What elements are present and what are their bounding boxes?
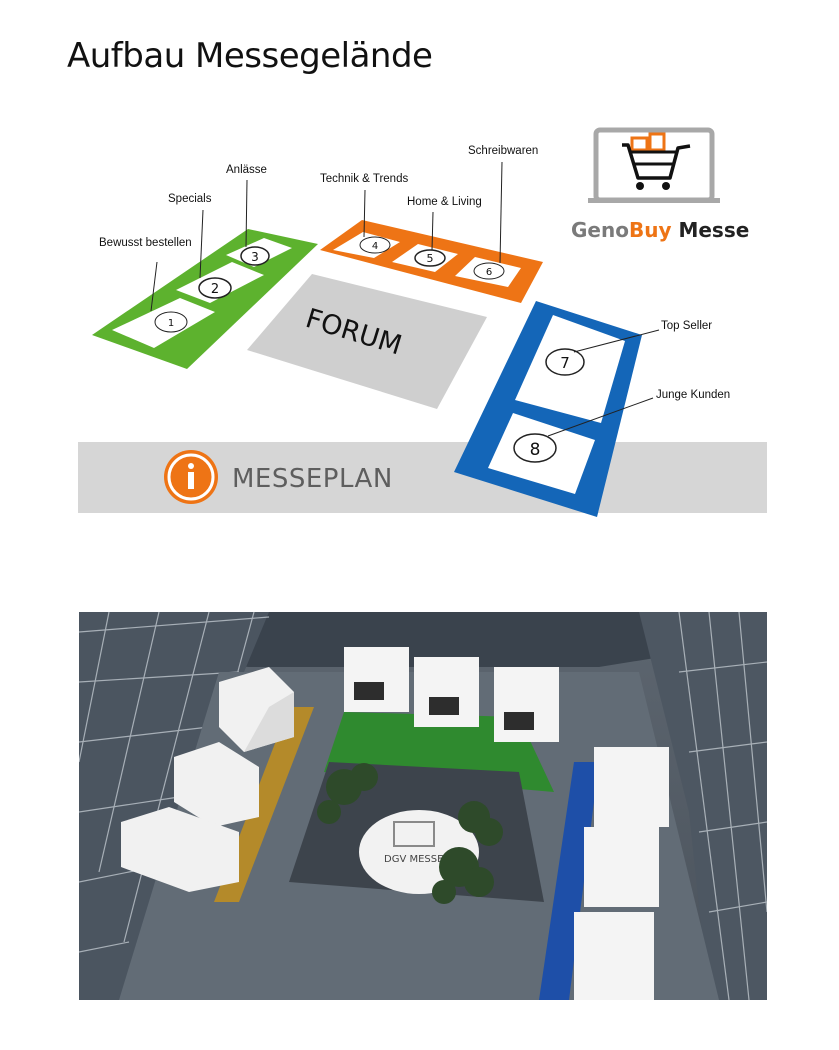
leader-lines [150, 161, 660, 437]
info-icon [164, 450, 218, 504]
booth-label-1: Bewusst bestellen [99, 237, 192, 249]
booth-badge-5[interactable]: 5 [414, 249, 446, 267]
booth-number-3: 3 [251, 250, 259, 264]
booth-number-8: 8 [530, 440, 541, 460]
booth-cubes [121, 647, 669, 1000]
booth-label-5: Home & Living [407, 196, 482, 208]
booth-badge-7[interactable]: 7 [545, 348, 585, 376]
booth-label-6: Schreibwaren [468, 145, 538, 157]
logo-messe: Messe [672, 218, 750, 242]
booth-badge-3[interactable]: 3 [240, 246, 270, 266]
booth-label-8: Junge Kunden [656, 389, 730, 401]
booth-label-7: Top Seller [661, 320, 712, 332]
logo-geno: Geno [571, 218, 629, 242]
booth-badge-2[interactable]: 2 [198, 277, 232, 299]
booth-label-3: Anlässe [226, 164, 267, 176]
logo-buy: Buy [629, 218, 672, 242]
shopping-cart-laptop-icon [588, 127, 720, 203]
plaza-text: DGV MESSE [384, 854, 443, 865]
trees [317, 763, 503, 904]
booth-badge-1[interactable]: 1 [154, 311, 188, 333]
booth-number-6: 6 [486, 267, 492, 278]
messeplan-diagram: MESSEPLAN FORUM 1 2 3 4 5 6 7 [78, 127, 767, 517]
page-title: Aufbau Messegelände [67, 36, 433, 76]
messe-3d-render: DGV MESSE [79, 612, 767, 1000]
booth-badge-6[interactable]: 6 [473, 262, 505, 280]
booth-number-1: 1 [168, 318, 174, 329]
booth-label-2: Specials [168, 193, 212, 205]
booth-number-4: 4 [372, 241, 378, 252]
genobuy-logo[interactable]: GenoBuy Messe [571, 127, 749, 242]
booth-badge-8[interactable]: 8 [513, 433, 557, 463]
booth-badge-4[interactable]: 4 [359, 236, 391, 254]
booth-number-7: 7 [560, 354, 570, 372]
forum-area [247, 274, 487, 409]
booth-number-2: 2 [211, 282, 219, 297]
svg-text:GenoBuy Messe: GenoBuy Messe [571, 218, 749, 242]
booth-label-4: Technik & Trends [320, 173, 408, 185]
booth-number-5: 5 [427, 252, 434, 265]
messeplan-label: MESSEPLAN [232, 464, 393, 494]
right-scaffold [678, 612, 767, 1000]
